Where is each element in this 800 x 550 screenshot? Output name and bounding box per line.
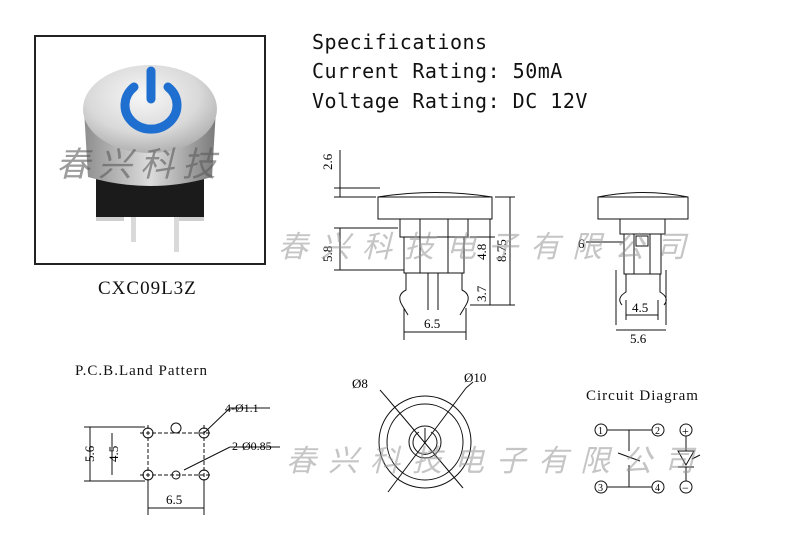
watermark-bottom: 春兴科技电子有限公司 (286, 444, 706, 479)
spec-voltage: Voltage Rating: DC 12V (312, 89, 588, 113)
dim-cap-label: 2.6 (320, 153, 335, 170)
pin-label-2: 2 (655, 426, 660, 437)
circuit-title: Circuit Diagram (586, 388, 699, 404)
pcb-title: P.C.B.Land Pattern (75, 363, 208, 379)
circuit-diagram: 1 2 3 4 + − (594, 423, 701, 495)
button-illustration (83, 65, 217, 252)
dia-inner-label: Ø8 (352, 376, 368, 391)
led-plus-label: + (682, 424, 689, 438)
dim-body-label: 5.8 (320, 246, 335, 262)
product-photo: 春兴科技 (34, 35, 266, 265)
dim-total-label: 8.75 (494, 239, 509, 262)
pin-label-1: 1 (598, 426, 603, 437)
pin-label-3: 3 (598, 483, 603, 494)
dim-mid-label: 4.8 (474, 244, 489, 260)
watermark-top: 春兴科技电子有限公司 (278, 230, 698, 265)
pcb-inner-v-label: 4.5 (106, 446, 121, 462)
photo-watermark: 春兴科技 (56, 145, 224, 185)
pin-label-4: 4 (655, 483, 660, 494)
dia-outer-label: Ø10 (464, 370, 486, 385)
model-number: CXC09L3Z (98, 278, 197, 299)
pcb-h-label: 6.5 (166, 492, 182, 507)
dim-pin-label: 3.7 (474, 285, 489, 302)
side-view-drawing: 2.6 5.8 4.8 3.7 8.75 6.5 (320, 150, 515, 340)
dim-inner-label: 4.5 (632, 300, 648, 315)
front-view-drawing: 6 4.5 5.6 (578, 192, 689, 346)
pcb-land-pattern: 4-Ø1.1 2-Ø0.85 5.6 4.5 6.5 (82, 401, 280, 515)
spec-current: Current Rating: 50mA (312, 59, 563, 83)
dim-outer-label: 5.6 (630, 331, 647, 346)
top-view-drawing: Ø8 Ø10 (352, 370, 486, 493)
dim-width-label: 6.5 (424, 316, 440, 331)
pcb-outer-v-label: 5.6 (82, 445, 97, 462)
power-icon (120, 66, 182, 134)
hole-large-label: 4-Ø1.1 (225, 401, 259, 415)
spec-title: Specifications (312, 30, 488, 54)
led-minus-label: − (682, 481, 689, 495)
hole-small-label: 2-Ø0.85 (232, 439, 272, 453)
dim-left-label: 6 (578, 236, 585, 251)
